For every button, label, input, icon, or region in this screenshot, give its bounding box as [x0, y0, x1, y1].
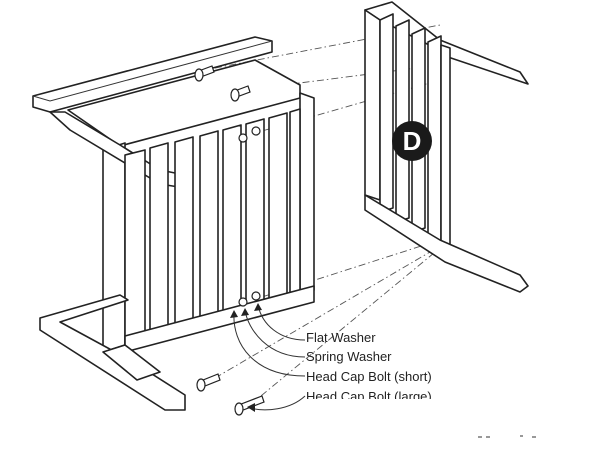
head-cap-bolt-short-label: Head Cap Bolt (short): [306, 369, 432, 384]
spring-washer-label: Spring Washer: [306, 349, 392, 364]
stray-marks: [478, 435, 536, 438]
head-cap-bolt-large-label: Head Cap Bolt (large): [306, 390, 432, 399]
left-frame: [32, 36, 315, 411]
right-panel: [364, 1, 529, 293]
flat-washer-label: Flat Washer: [306, 330, 376, 345]
washers: [238, 126, 261, 307]
bolts: [194, 65, 265, 416]
callout-leaders: [230, 303, 306, 412]
step-badge: D: [392, 121, 432, 161]
